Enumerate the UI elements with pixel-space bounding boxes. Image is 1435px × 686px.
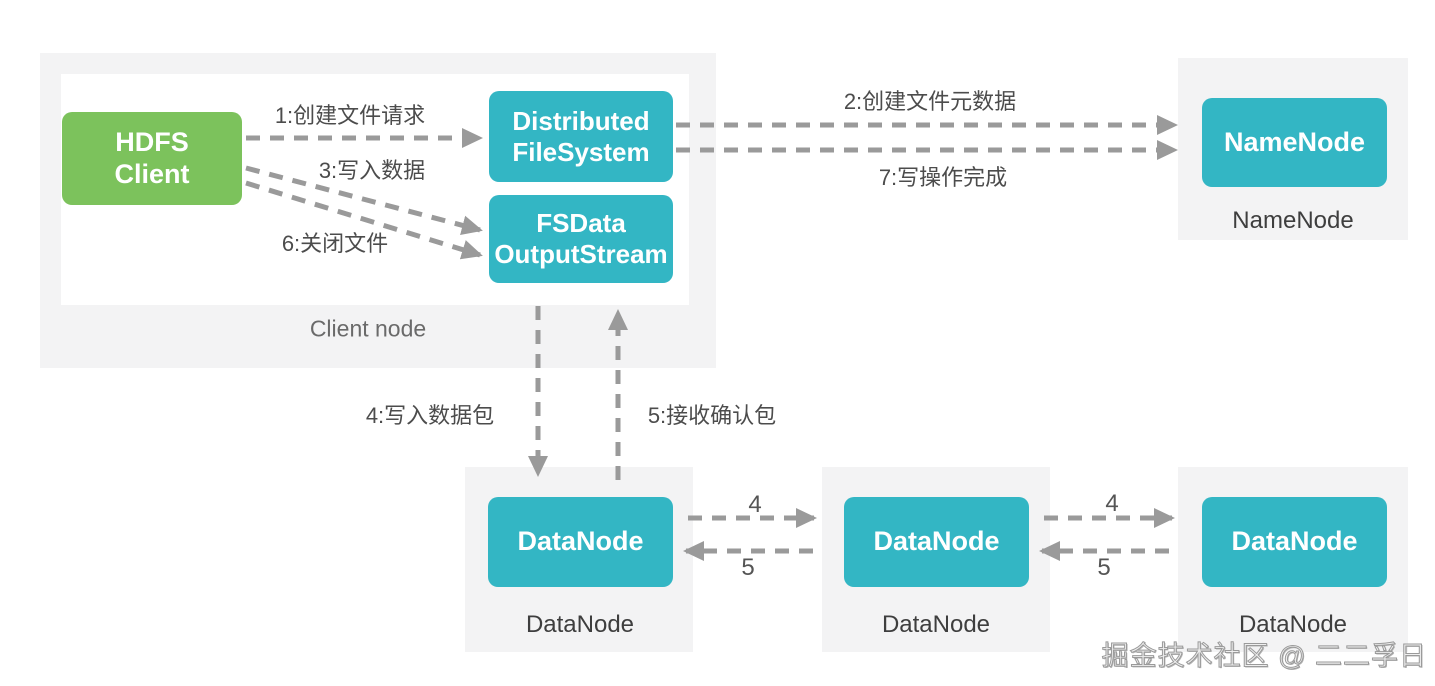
datanode3-caption: DataNode (1238, 611, 1348, 638)
pipeline-label-forward-2: 4 (1105, 490, 1119, 517)
fsdata-outputstream-label-line1: FSData (536, 208, 626, 239)
edge-label-step1: 1:创建文件请求 (274, 103, 426, 128)
namenode-label: NameNode (1223, 126, 1366, 157)
hdfs-client-node: HDFS Client (62, 112, 242, 205)
edge-label-step7: 7:写操作完成 (878, 165, 1008, 190)
edge-label-step4-packet: 4:写入数据包 (365, 403, 495, 428)
namenode-caption: NameNode (1232, 207, 1354, 234)
datanode2-node: DataNode (844, 497, 1029, 587)
arrow-step6-close-file (245, 180, 483, 260)
namenode-node: NameNode (1202, 98, 1387, 187)
datanode1-label: DataNode (517, 526, 644, 557)
edge-label-step3: 3:写入数据 (318, 158, 426, 183)
datanode1-node: DataNode (488, 497, 673, 587)
arrow-step3-write-data (245, 165, 483, 236)
edge-label-step5-ack: 5:接收确认包 (647, 403, 777, 428)
hdfs-client-label-line2: Client (114, 158, 190, 189)
datanode2-label: DataNode (873, 526, 1000, 557)
client-node-caption: Client node (309, 315, 427, 342)
datanode3-label: DataNode (1231, 526, 1358, 557)
distributed-filesystem-label-line1: Distributed (512, 105, 650, 136)
pipeline-label-ack-1: 5 (741, 554, 755, 581)
fsdata-outputstream-node: FSData OutputStream (489, 195, 673, 283)
edge-label-step2: 2:创建文件元数据 (843, 89, 1017, 114)
datanode2-caption: DataNode (881, 611, 991, 638)
datanode1-caption: DataNode (525, 611, 635, 638)
datanode3-node: DataNode (1202, 497, 1387, 587)
hdfs-client-label-line1: HDFS (115, 126, 189, 157)
distributed-filesystem-node: Distributed FileSystem (489, 91, 673, 182)
pipeline-label-forward-1: 4 (748, 491, 762, 518)
edge-label-step6: 6:关闭文件 (281, 231, 389, 256)
distributed-filesystem-label-line2: FileSystem (512, 136, 650, 167)
watermark-text: 掘金技术社区 @ 二二孚日 (1101, 641, 1427, 672)
fsdata-outputstream-label-line2: OutputStream (494, 239, 668, 269)
pipeline-label-ack-2: 5 (1097, 554, 1111, 581)
